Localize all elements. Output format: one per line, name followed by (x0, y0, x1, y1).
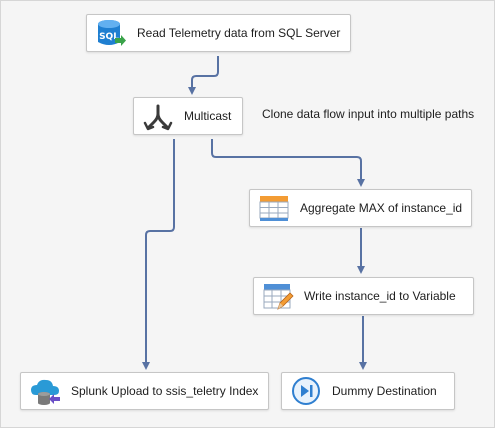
sql-icon-text: SQL (99, 32, 119, 42)
component-splunk-destination[interactable]: Splunk Upload to ssis_teletry Index (20, 372, 269, 410)
component-label: Read Telemetry data from SQL Server (137, 26, 341, 40)
connector-source-to-multicast[interactable] (188, 56, 219, 95)
script-component-icon (262, 280, 294, 312)
component-multicast[interactable]: Multicast (133, 97, 243, 135)
component-sql-source[interactable]: SQL Read Telemetry data from SQL Server (86, 14, 351, 52)
connector-multicast-to-aggregate[interactable] (211, 139, 365, 187)
component-label: Multicast (184, 109, 232, 123)
canvas-annotation[interactable]: Clone data flow input into multiple path… (262, 107, 475, 121)
multicast-icon (142, 100, 174, 132)
aggregate-icon (258, 192, 290, 224)
splunk-destination-icon (29, 375, 61, 407)
component-write-variable[interactable]: Write instance_id to Variable (253, 277, 474, 315)
component-label: Splunk Upload to ssis_teletry Index (71, 384, 259, 398)
dummy-destination-icon (290, 375, 322, 407)
component-aggregate[interactable]: Aggregate MAX of instance_id (249, 189, 472, 227)
component-dummy-destination[interactable]: Dummy Destination (281, 372, 455, 410)
connector-multicast-to-splunk[interactable] (142, 139, 175, 370)
sql-server-source-icon: SQL (95, 17, 127, 49)
component-label: Dummy Destination (332, 384, 437, 398)
component-label: Write instance_id to Variable (304, 289, 456, 303)
component-label: Aggregate MAX of instance_id (300, 201, 463, 215)
